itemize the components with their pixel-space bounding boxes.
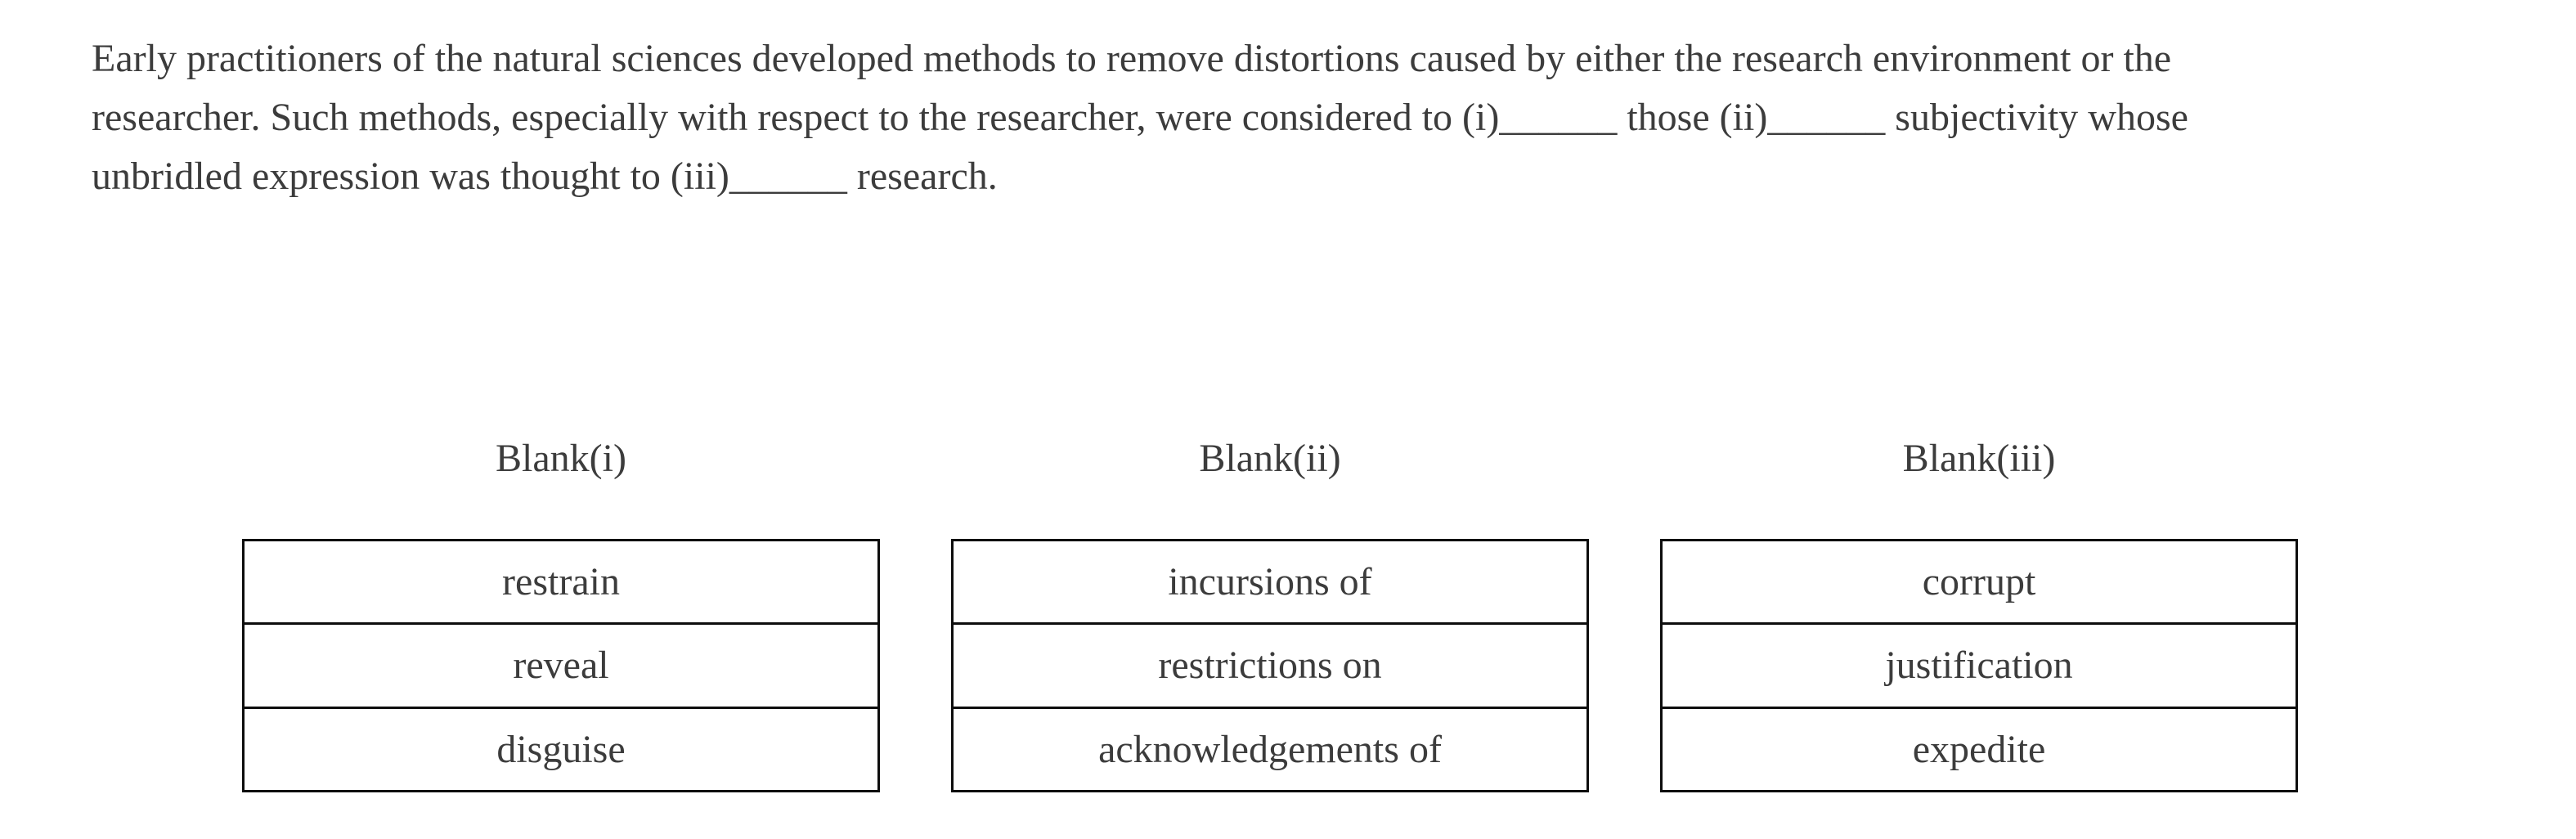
passage-line-2: researcher. Such methods, especially wit… (92, 96, 2188, 139)
option-cell[interactable]: justification (1663, 622, 2296, 706)
option-cell[interactable]: acknowledgements of (954, 706, 1586, 790)
blank-iii-column: Blank(iii) corrupt justification expedit… (1660, 439, 2298, 792)
passage-line-1: Early practitioners of the natural scien… (92, 37, 2172, 80)
option-cell[interactable]: reveal (245, 622, 877, 706)
blank-i-column: Blank(i) restrain reveal disguise (242, 439, 880, 792)
option-cell[interactable]: corrupt (1922, 560, 2036, 604)
blank-iii-table: corrupt justification expedite (1660, 539, 2298, 792)
passage-text: Early practitioners of the natural scien… (92, 29, 2188, 206)
blank-iii-header: Blank(iii) (1902, 437, 2056, 480)
option-cell[interactable]: restrictions on (954, 622, 1586, 706)
option-cell[interactable]: disguise (245, 706, 877, 790)
option-cell[interactable]: incursions of (1168, 560, 1372, 604)
option-cell[interactable]: restrain (502, 560, 620, 604)
blank-ii-table: incursions of restrictions on acknowledg… (951, 539, 1589, 792)
blank-ii-column: Blank(ii) incursions of restrictions on … (951, 439, 1589, 792)
blank-i-table: restrain reveal disguise (242, 539, 880, 792)
blank-ii-header: Blank(ii) (1199, 437, 1341, 480)
passage-line-3: unbridled expression was thought to (iii… (92, 155, 998, 198)
blank-i-header: Blank(i) (496, 437, 626, 480)
option-cell[interactable]: expedite (1663, 706, 2296, 790)
